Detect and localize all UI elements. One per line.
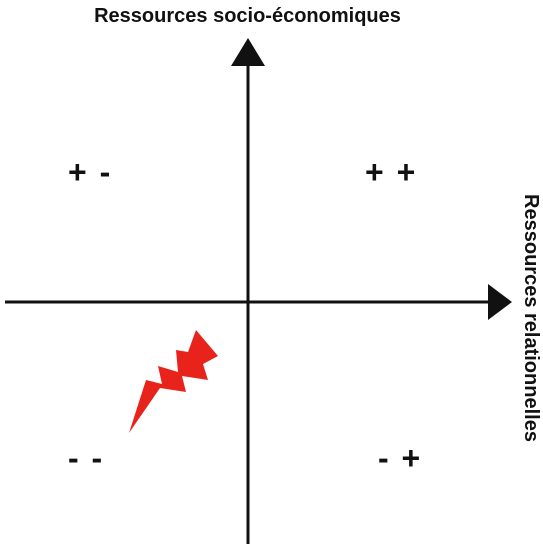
x-axis-title: Ressources relationnelles — [520, 194, 542, 442]
quadrant-label-bottom-left: - - — [68, 440, 105, 476]
x-axis-arrowhead — [488, 284, 512, 320]
y-axis-title: Ressources socio-économiques — [94, 5, 401, 27]
quadrant-label-top-right: + + — [365, 154, 418, 190]
quadrant-label-bottom-right: - + — [378, 440, 423, 476]
y-axis-arrowhead — [231, 38, 265, 66]
lightning-bolt-icon — [129, 330, 218, 433]
quadrant-label-top-left: + - — [68, 154, 113, 190]
